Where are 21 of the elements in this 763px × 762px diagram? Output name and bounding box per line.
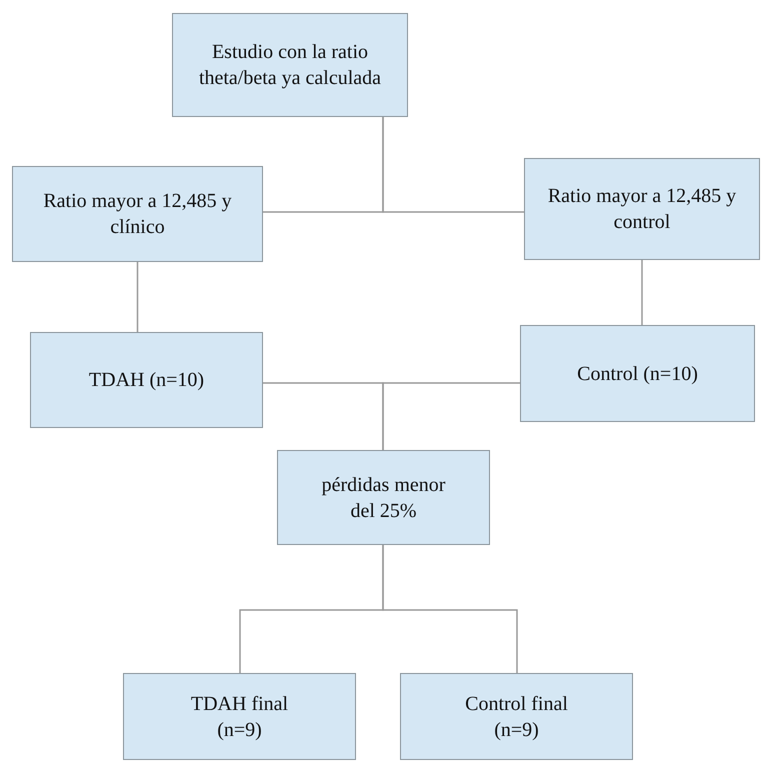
process-box xyxy=(123,673,356,760)
process-box xyxy=(30,332,263,428)
box-label: pérdidas menor del 25% xyxy=(320,472,446,524)
process-box xyxy=(400,673,633,760)
connector-line xyxy=(382,382,520,450)
box-label: Ratio mayor a 12,485 y clínico xyxy=(42,189,233,240)
connector-line xyxy=(382,117,524,213)
box-label: TDAH final (n=9) xyxy=(190,692,290,742)
box-label: Ratio mayor a 12,485 y control xyxy=(546,184,738,235)
box-label: TDAH (n=10) xyxy=(88,368,204,393)
box-label: Control (n=10) xyxy=(577,362,698,386)
connector-line xyxy=(641,260,643,325)
box-label: Control final (n=9) xyxy=(464,692,569,742)
process-box xyxy=(524,158,760,260)
process-box xyxy=(172,13,408,117)
connector-line xyxy=(382,545,518,673)
box-label: Estudio con la ratio theta/beta ya calculada xyxy=(198,40,382,91)
process-box xyxy=(12,166,263,262)
process-box xyxy=(277,450,490,545)
process-box xyxy=(520,325,755,422)
connector-line xyxy=(136,262,138,332)
